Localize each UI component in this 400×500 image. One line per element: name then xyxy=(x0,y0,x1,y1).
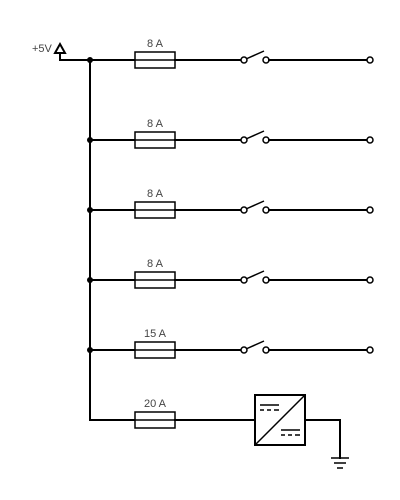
fuse-label: 8 A xyxy=(147,118,164,130)
switch-lever-icon xyxy=(245,340,265,350)
branch-group: 8 A 8 A 8 A 8 A 15 A 20 A xyxy=(87,38,374,429)
output-terminal xyxy=(366,276,374,284)
dc-dc-converter-icon xyxy=(254,394,306,446)
switch-contact xyxy=(240,206,248,214)
fuse-label: 8 A xyxy=(147,188,164,200)
switch-lever-icon xyxy=(245,130,265,140)
switch-lever-icon xyxy=(245,270,265,280)
supply-arrow-icon xyxy=(53,41,91,61)
output-terminal xyxy=(366,346,374,354)
switch-lever-icon xyxy=(245,200,265,210)
switch-contact xyxy=(240,136,248,144)
output-terminal xyxy=(366,56,374,64)
switch-contact xyxy=(240,56,248,64)
output-terminal xyxy=(366,136,374,144)
fuse-label: 8 A xyxy=(147,38,164,50)
switch-lever-icon xyxy=(245,50,265,60)
switch-contact xyxy=(240,276,248,284)
switch-contact xyxy=(240,346,248,354)
supply-label: +5V xyxy=(32,43,53,55)
fuse-label: 8 A xyxy=(147,258,164,270)
output-terminal xyxy=(366,206,374,214)
fuse-label: 20 A xyxy=(144,398,167,410)
fuse-label: 15 A xyxy=(144,328,167,340)
ground-icon xyxy=(331,457,349,469)
